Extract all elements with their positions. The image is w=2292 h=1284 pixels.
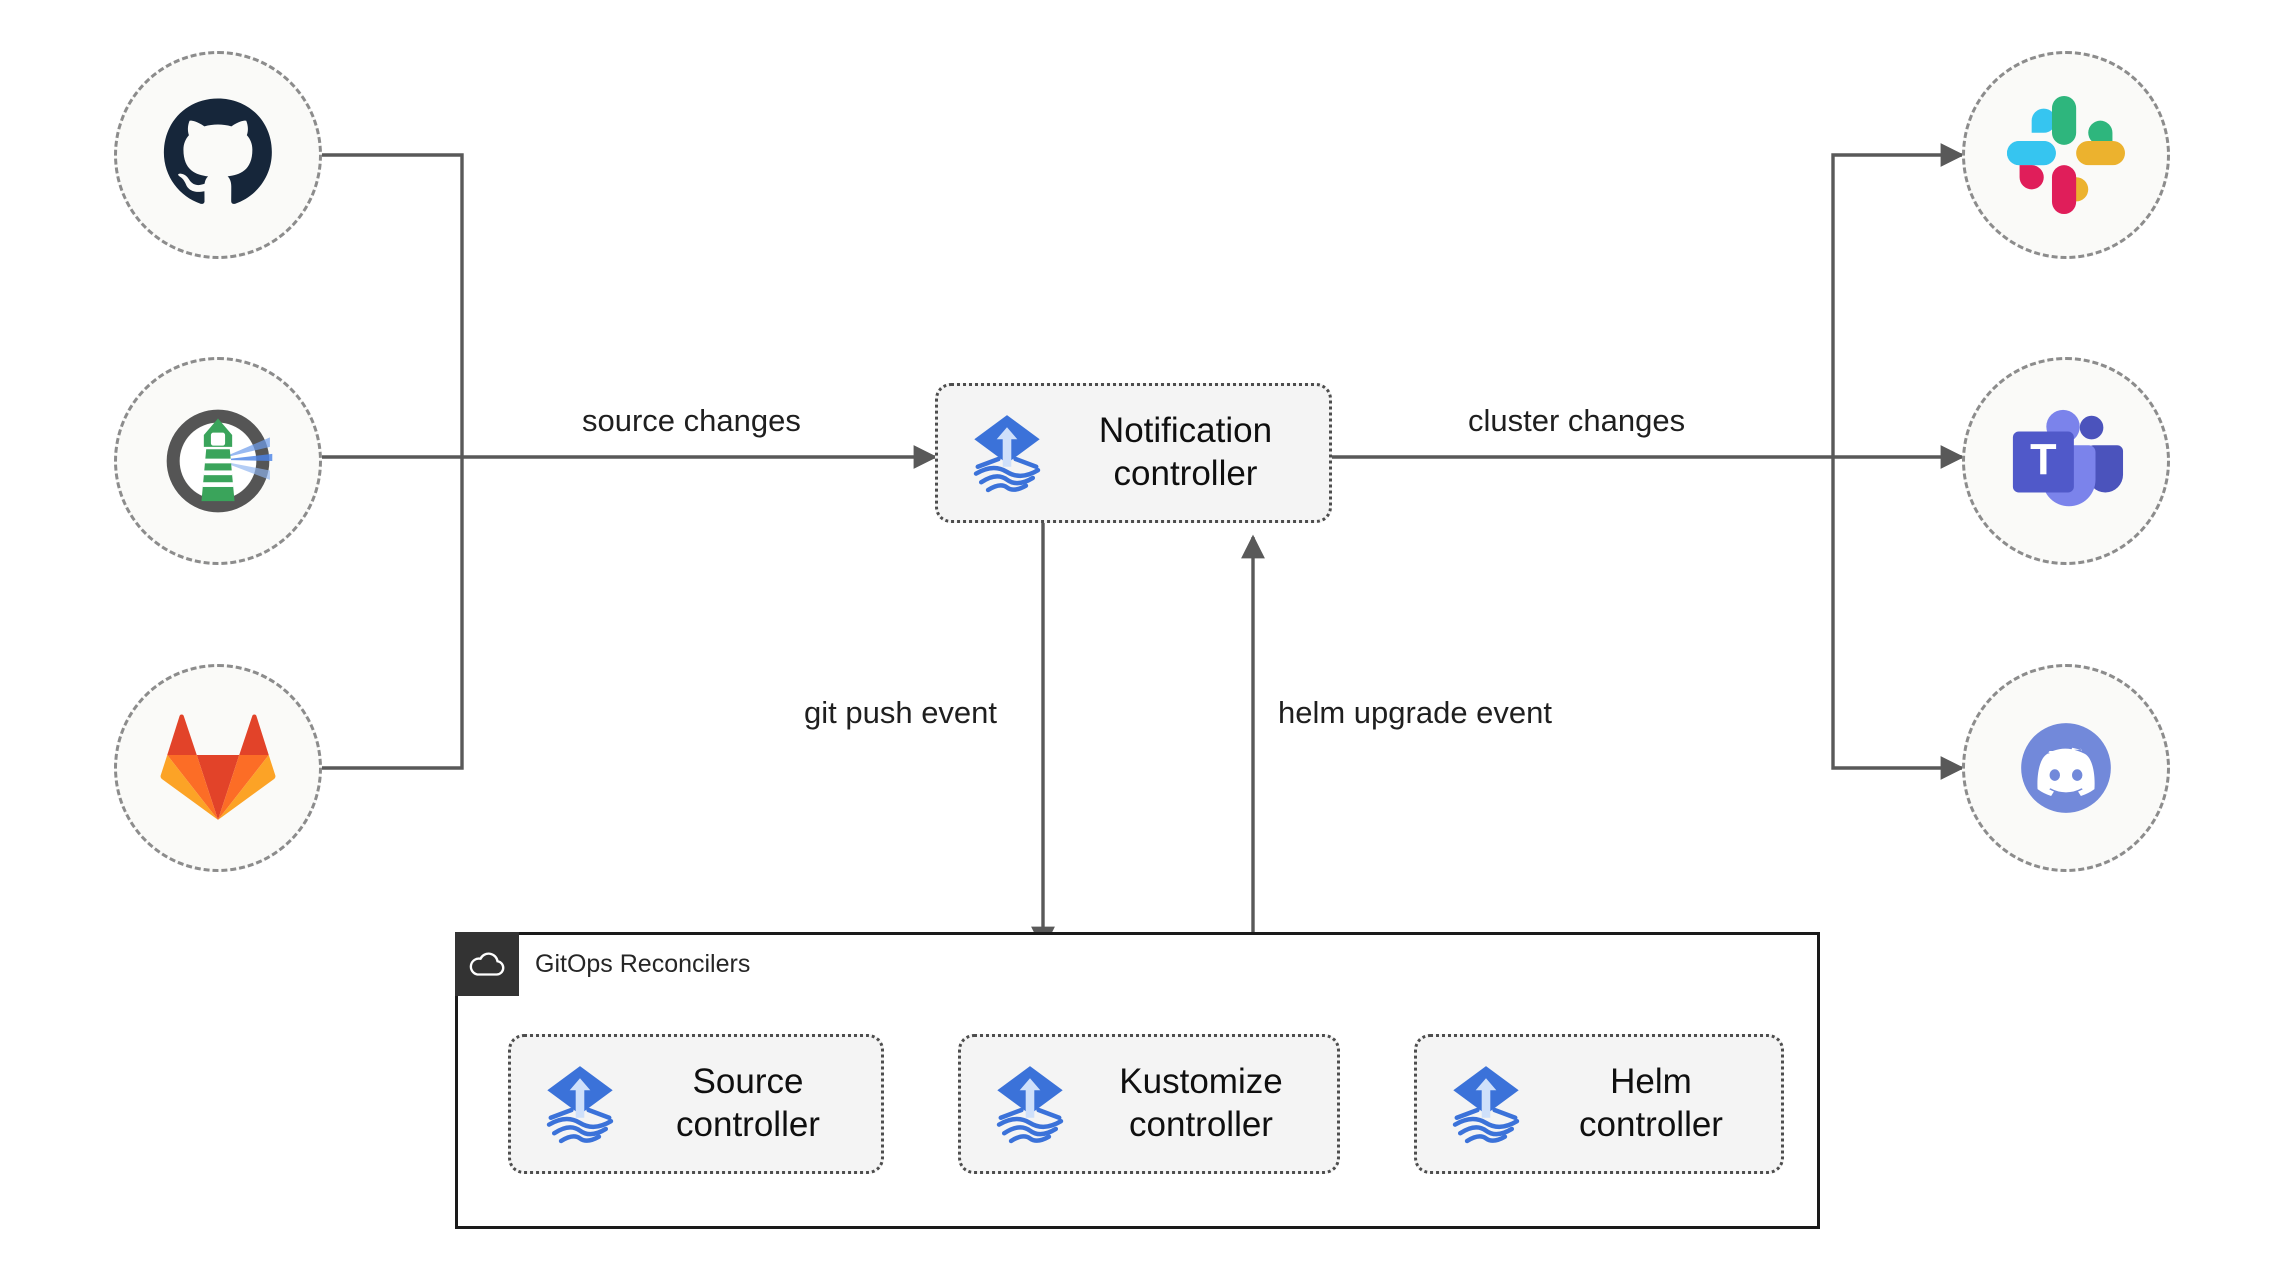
flux-logo-icon <box>996 1066 1064 1144</box>
cloud-chip <box>455 932 519 996</box>
flux-logo-icon <box>973 415 1041 493</box>
flux-lighthouse-icon <box>166 409 273 513</box>
edge-label-source-changes: source changes <box>572 403 811 439</box>
edge-github-to-bus <box>322 153 464 457</box>
flux-logo-icon <box>546 1066 614 1144</box>
kustomize-controller-box[interactable]: Kustomize controller <box>958 1034 1340 1174</box>
gitops-reconcilers-header: GitOps Reconcilers <box>455 932 750 996</box>
edge-bus-to-discord <box>1831 457 1965 780</box>
target-node-microsoft-teams[interactable]: T <box>1962 357 2170 565</box>
kustomize-controller-label: Kustomize controller <box>1119 1062 1283 1144</box>
target-node-slack[interactable] <box>1962 51 2170 259</box>
microsoft-teams-icon: T <box>2012 409 2124 507</box>
source-node-gitlab[interactable] <box>114 664 322 872</box>
source-node-github[interactable] <box>114 51 322 259</box>
helm-controller-label: Helm controller <box>1579 1062 1723 1144</box>
edge-label-helm-upgrade-event: helm upgrade event <box>1268 695 1563 731</box>
target-node-discord[interactable] <box>1962 664 2170 872</box>
cloud-icon <box>469 952 505 976</box>
discord-icon <box>2021 723 2111 813</box>
gitlab-icon <box>160 714 276 820</box>
source-node-flux-lighthouse[interactable] <box>114 357 322 565</box>
helm-controller-box[interactable]: Helm controller <box>1414 1034 1784 1174</box>
source-controller-box[interactable]: Source controller <box>508 1034 884 1174</box>
slack-icon <box>2007 96 2125 214</box>
notification-controller-box[interactable]: Notification controller <box>935 383 1332 523</box>
edge-label-cluster-changes: cluster changes <box>1458 403 1696 439</box>
edge-label-git-push-event: git push event <box>794 695 1008 731</box>
edge-gitlab-to-bus <box>322 457 464 770</box>
flux-logo-icon <box>1452 1066 1520 1144</box>
source-controller-label: Source controller <box>676 1062 820 1144</box>
svg-text:T: T <box>2030 436 2056 484</box>
gitops-reconcilers-title: GitOps Reconcilers <box>535 949 751 978</box>
github-icon <box>163 98 272 204</box>
edge-bus-to-slack <box>1831 143 1965 457</box>
notification-controller-label: Notification controller <box>1098 411 1273 493</box>
